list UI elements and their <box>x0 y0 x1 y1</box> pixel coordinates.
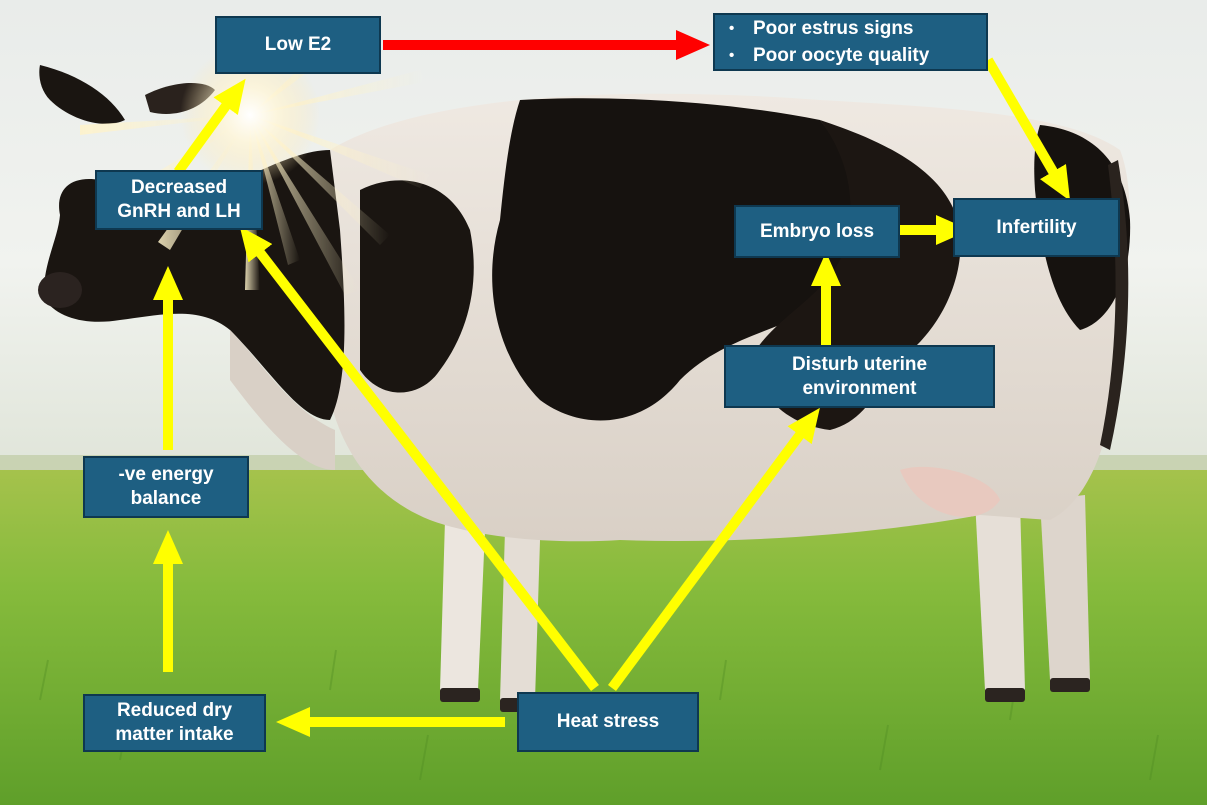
node-dry-matter-line-2: matter intake <box>115 724 234 745</box>
list-item-estrus: Poor estrus signs <box>729 15 929 42</box>
node-low-e2-label: Low E2 <box>264 34 332 55</box>
node-low-e2: Low E2 <box>215 16 381 74</box>
node-gnrh-lh-line-2: GnRH and LH <box>117 201 241 222</box>
node-energy-balance: -ve energy balance <box>83 456 249 518</box>
node-uterine-line-1: Disturb uterine <box>791 353 928 375</box>
node-estrus-oocyte: Poor estrus signs Poor oocyte quality <box>713 13 988 71</box>
node-dry-matter-line-1: Reduced dry <box>116 700 233 721</box>
node-energy-balance-line-2: balance <box>130 488 202 509</box>
node-gnrh-lh: Decreased GnRH and LH <box>95 170 263 230</box>
node-embryo-loss-label: Embryo loss <box>759 220 875 242</box>
node-heat-stress-label: Heat stress <box>556 711 660 732</box>
node-gnrh-lh-line-1: Decreased <box>130 177 228 198</box>
node-infertility-label: Infertility <box>996 216 1077 238</box>
node-energy-balance-line-1: -ve energy <box>118 464 214 485</box>
node-uterine-environment: Disturb uterine environment <box>724 345 995 408</box>
list-item-oocyte: Poor oocyte quality <box>729 42 929 69</box>
node-heat-stress: Heat stress <box>517 692 699 752</box>
estrus-oocyte-list: Poor estrus signs Poor oocyte quality <box>729 15 929 69</box>
node-infertility: Infertility <box>953 198 1120 257</box>
node-dry-matter-intake: Reduced dry matter intake <box>83 694 266 752</box>
node-embryo-loss: Embryo loss <box>734 205 900 258</box>
node-uterine-line-2: environment <box>802 377 917 399</box>
